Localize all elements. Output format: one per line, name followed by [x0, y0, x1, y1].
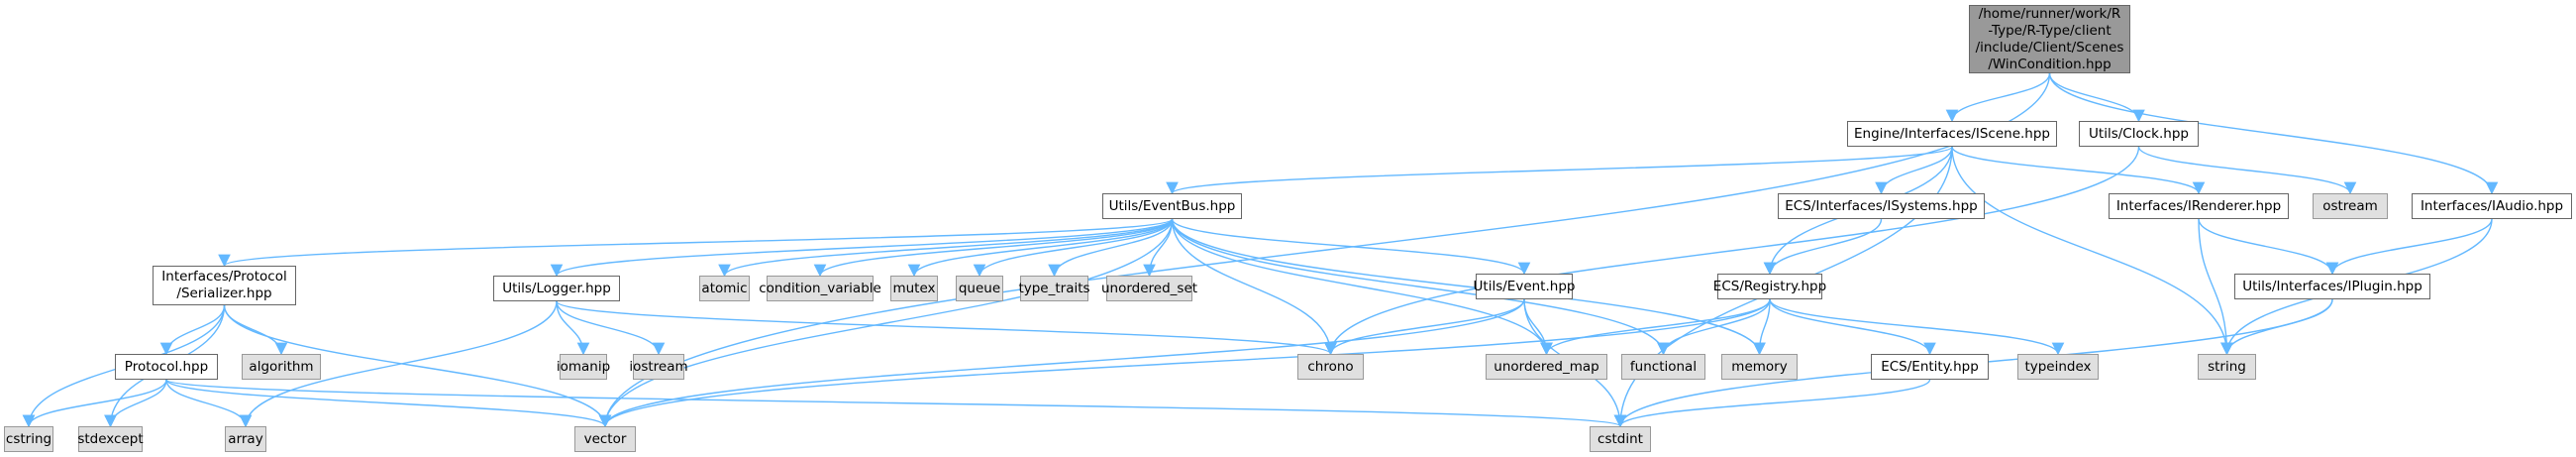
edge-entity-to-cstdint — [1613, 379, 1931, 428]
node-vector[interactable]: vector — [574, 426, 636, 452]
node-iostream[interactable]: iostream — [629, 354, 688, 380]
edge-event-to-chrono — [1324, 298, 1525, 356]
edge-eventbus-to-serializer — [218, 218, 1174, 268]
edge-logger-to-array — [239, 300, 558, 428]
edge-eventbus-to-chrono — [1171, 218, 1337, 356]
node-array[interactable]: array — [225, 426, 266, 452]
node-clock[interactable]: Utils/Clock.hpp — [2079, 121, 2199, 147]
edge-logger-to-iomanip — [556, 300, 590, 356]
node-unordered-set[interactable]: unordered_set — [1101, 276, 1197, 301]
edge-logger-to-iostream — [556, 300, 666, 356]
edge-iscene-to-isystems — [1875, 146, 1953, 195]
edge-registry-to-functional — [1657, 298, 1771, 356]
edge-registry-to-memory — [1753, 298, 1771, 356]
node-ostream[interactable]: ostream — [2313, 193, 2388, 219]
edge-registry-to-vector — [598, 298, 1771, 428]
node-serializer[interactable]: Interfaces/Protocol /Serializer.hpp — [153, 266, 296, 305]
edge-serializer-to-algorithm — [223, 304, 288, 356]
node-atomic[interactable]: atomic — [699, 276, 750, 301]
node-logger[interactable]: Utils/Logger.hpp — [493, 276, 620, 301]
node-condition-variable[interactable]: condition_variable — [759, 276, 881, 301]
edge-eventbus-to-atomic — [718, 218, 1174, 278]
edge-eventbus-to-vector — [598, 218, 1174, 428]
node-unordered-map[interactable]: unordered_map — [1486, 354, 1607, 380]
node-type-traits[interactable]: type_traits — [1018, 276, 1090, 301]
edge-registry-to-typeindex — [1769, 298, 2065, 356]
node-queue[interactable]: queue — [956, 276, 1003, 301]
node-iscene[interactable]: Engine/Interfaces/IScene.hpp — [1847, 121, 2057, 147]
node-irenderer[interactable]: Interfaces/IRenderer.hpp — [2109, 193, 2289, 219]
edge-protocol-to-cstdint — [165, 379, 1626, 428]
node-stdexcept[interactable]: stdexcept — [77, 426, 144, 452]
edge-isystems-to-registry — [1763, 218, 1883, 276]
node-iaudio[interactable]: Interfaces/IAudio.hpp — [2412, 193, 2572, 219]
edge-protocol-to-stdexcept — [104, 379, 167, 428]
edge-eventbus-to-unordmap — [1171, 218, 1553, 356]
node-cstring[interactable]: cstring — [4, 426, 53, 452]
edge-eventbus-to-condvar — [813, 218, 1174, 278]
edge-serializer-to-vector — [223, 304, 612, 428]
node-eventbus[interactable]: Utils/EventBus.hpp — [1102, 193, 1242, 219]
node-memory[interactable]: memory — [1721, 354, 1798, 380]
edge-iscene-to-string — [1951, 146, 2233, 356]
edge-protocol-to-array — [165, 379, 253, 428]
edge-root-to-iscene — [1945, 72, 2051, 123]
edge-clock-to-chrono — [1324, 146, 2140, 356]
node-protocol[interactable]: Protocol.hpp — [115, 354, 218, 380]
edge-iaudio-to-iplugin — [2325, 218, 2493, 276]
edge-iscene-to-eventbus — [1166, 146, 1953, 195]
edge-irenderer-to-iplugin — [2198, 218, 2339, 276]
node-functional[interactable]: functional — [1621, 354, 1705, 380]
node-registry[interactable]: ECS/Registry.hpp — [1713, 274, 1826, 299]
edge-eventbus-to-typetraits — [1048, 218, 1174, 278]
edge-eventbus-to-queue — [973, 218, 1174, 278]
edge-root-to-clock — [2048, 72, 2145, 123]
node-event[interactable]: Utils/Event.hpp — [1474, 274, 1575, 299]
edge-eventbus-to-logger — [550, 218, 1174, 278]
edge-eventbus-to-mutex — [907, 218, 1174, 278]
node-entity[interactable]: ECS/Entity.hpp — [1871, 354, 1989, 380]
edge-root-to-iaudio — [2048, 72, 2499, 195]
edge-clock-to-ostream — [2137, 146, 2357, 195]
node-algorithm[interactable]: algorithm — [242, 354, 321, 380]
edge-eventbus-to-event — [1171, 218, 1531, 276]
node-root[interactable]: /home/runner/work/R -Type/R-Type/client … — [1969, 5, 2130, 73]
edge-protocol-to-vector — [165, 379, 612, 428]
edge-registry-to-entity — [1769, 298, 1936, 356]
edge-event-to-vector — [598, 298, 1525, 428]
node-isystems[interactable]: ECS/Interfaces/ISystems.hpp — [1778, 193, 1985, 219]
node-mutex[interactable]: mutex — [890, 276, 938, 301]
node-iomanip[interactable]: iomanip — [557, 354, 610, 380]
edge-serializer-to-protocol — [159, 304, 226, 356]
node-chrono[interactable]: chrono — [1297, 354, 1364, 380]
node-string[interactable]: string — [2198, 354, 2256, 380]
edge-eventbus-to-memory — [1171, 218, 1766, 356]
edge-logger-to-chrono — [556, 300, 1337, 356]
node-cstdint[interactable]: cstdint — [1590, 426, 1651, 452]
node-typeindex[interactable]: typeindex — [2017, 354, 2099, 380]
edge-protocol-to-cstring — [22, 379, 167, 428]
edge-irenderer-to-string — [2198, 218, 2233, 356]
edge-event-to-unordmap — [1523, 298, 1553, 356]
node-iplugin[interactable]: Utils/Interfaces/IPlugin.hpp — [2234, 274, 2430, 299]
edge-iscene-to-irenderer — [1951, 146, 2206, 195]
